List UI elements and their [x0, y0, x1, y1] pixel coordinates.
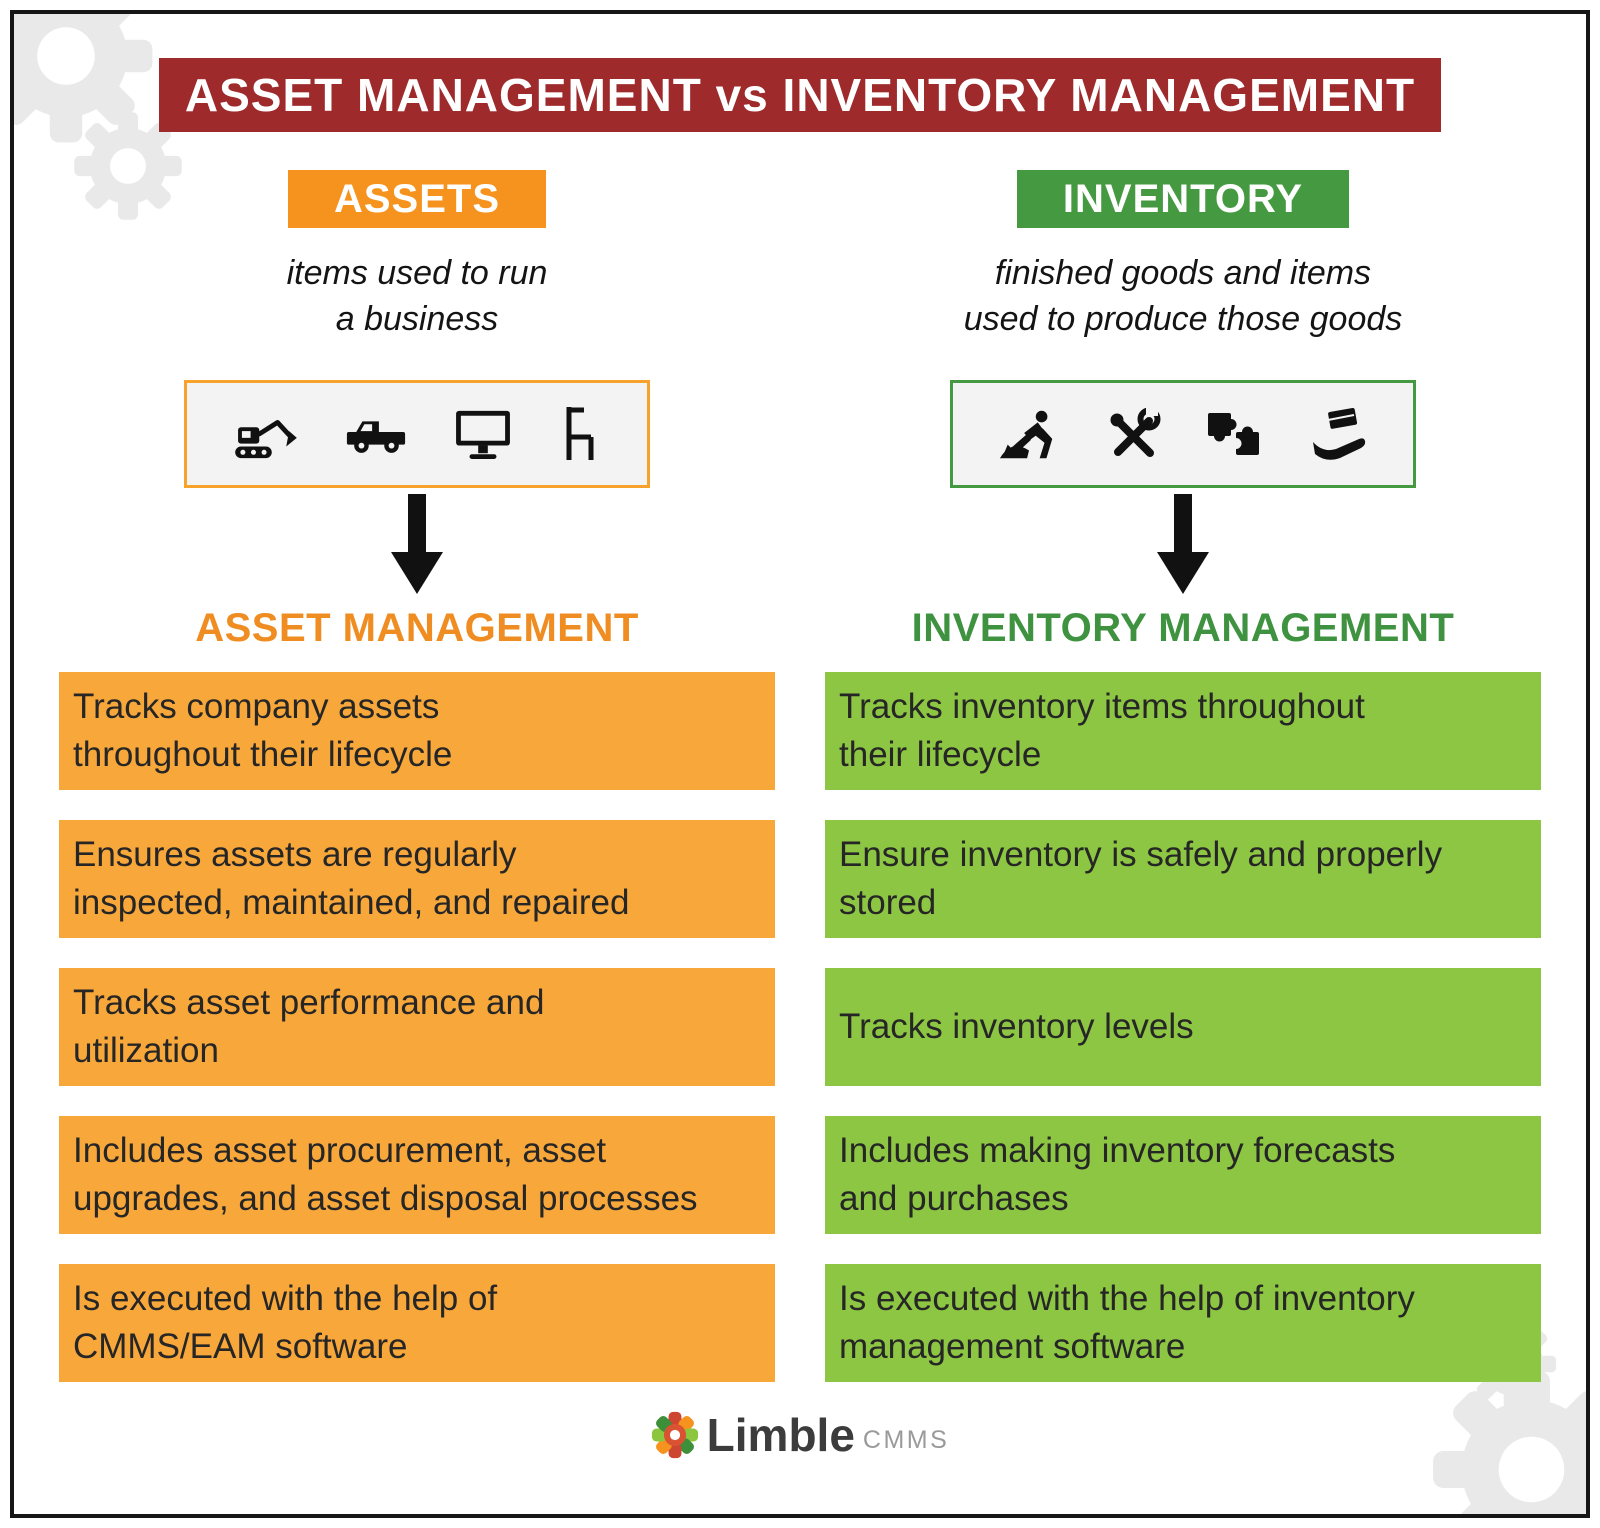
poster-frame: ASSET MANAGEMENT vs INVENTORY MANAGEMENT…	[10, 10, 1590, 1518]
inventory-row: Ensure inventory is safely and properly …	[825, 820, 1541, 938]
inventory-row: Tracks inventory levels	[825, 968, 1541, 1086]
assets-column: ASSETS items used to run a business	[59, 170, 775, 1382]
inventory-icon-box	[950, 380, 1416, 488]
inventory-column: INVENTORY finished goods and items used …	[825, 170, 1541, 1382]
inventory-description: finished goods and items used to produce…	[963, 254, 1403, 339]
brand-name: Limble	[706, 1409, 855, 1461]
asset-row: Includes asset procurement, asset upgrad…	[59, 1116, 775, 1234]
asset-row: Ensures assets are regularly inspected, …	[59, 820, 775, 938]
limble-logo-icon	[651, 1411, 698, 1459]
crossed-tools-icon	[1110, 408, 1161, 457]
assets-icon-box	[184, 380, 650, 488]
assets-description: items used to run a business	[286, 254, 548, 339]
asset-row: Tracks company assets throughout their l…	[59, 672, 775, 790]
excavator-icon	[234, 420, 297, 459]
inventory-header-label: INVENTORY	[1062, 176, 1304, 221]
computer-monitor-icon	[455, 410, 510, 459]
assets-header-label: ASSETS	[333, 176, 501, 221]
inventory-row: Tracks inventory items throughout their …	[825, 672, 1541, 790]
title-banner: ASSET MANAGEMENT vs INVENTORY MANAGEMENT	[159, 58, 1441, 132]
hand-holding-goods-icon	[1313, 408, 1366, 460]
inventory-rows: Tracks inventory items throughout their …	[825, 672, 1541, 1382]
down-arrow-icon	[391, 494, 443, 594]
worker-digging-icon	[999, 410, 1053, 459]
pickup-truck-icon	[347, 421, 406, 453]
down-arrow-icon	[1157, 494, 1209, 594]
assets-header-chip: ASSETS	[287, 170, 547, 228]
inventory-management-heading: INVENTORY MANAGEMENT	[911, 606, 1455, 650]
brand-suffix: CMMS	[862, 1426, 950, 1454]
footer: Limble CMMS	[14, 1408, 1586, 1462]
chair-icon	[566, 407, 594, 460]
inventory-row: Includes making inventory forecasts and …	[825, 1116, 1541, 1234]
inventory-row: Is executed with the help of inventory m…	[825, 1264, 1541, 1382]
asset-row: Tracks asset performance and utilization	[59, 968, 775, 1086]
asset-management-heading: ASSET MANAGEMENT	[195, 606, 639, 650]
page-title: ASSET MANAGEMENT vs INVENTORY MANAGEMENT	[184, 69, 1416, 121]
assets-rows: Tracks company assets throughout their l…	[59, 672, 775, 1382]
asset-row: Is executed with the help of CMMS/EAM so…	[59, 1264, 775, 1382]
puzzle-pieces-icon	[1208, 413, 1260, 455]
inventory-header-chip: INVENTORY	[1016, 170, 1350, 228]
